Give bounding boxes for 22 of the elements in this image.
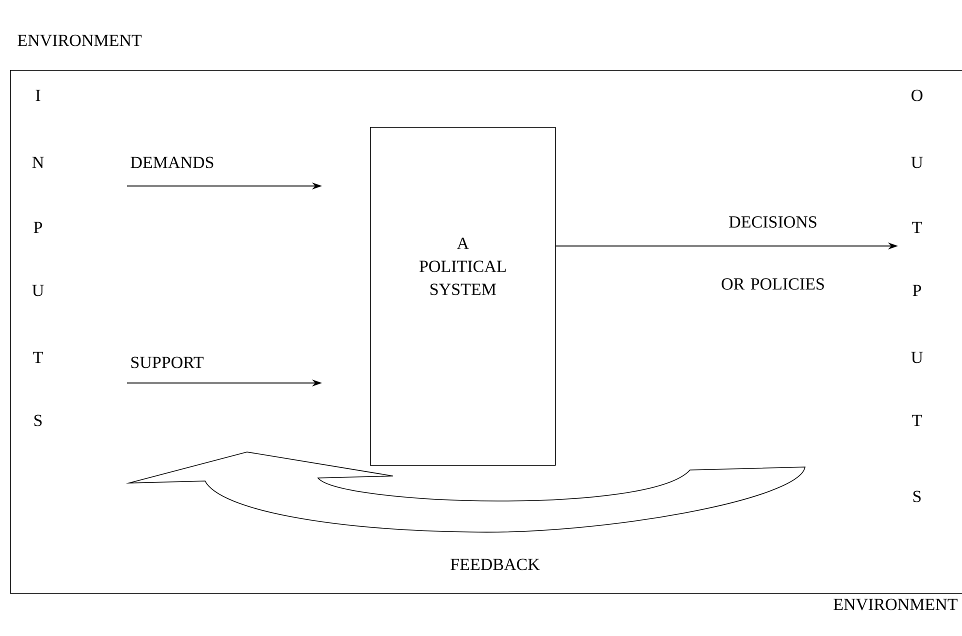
edge-label: DECISIONS OR POLICIES xyxy=(722,216,824,290)
letter: P xyxy=(912,284,922,296)
edge-label: DEMANDS xyxy=(130,156,214,168)
environment-frame xyxy=(10,70,962,594)
edge-label: SUPPORT xyxy=(131,356,204,368)
letter: S xyxy=(34,414,42,426)
letter: U xyxy=(911,352,923,364)
letter: P xyxy=(34,222,42,233)
letter: U xyxy=(32,284,44,296)
letter: S xyxy=(913,490,921,502)
letter: T xyxy=(33,352,43,363)
feedback-label: FEEDBACK xyxy=(450,558,540,570)
letter: O xyxy=(912,90,922,102)
heading: ENVIRONMENT xyxy=(834,598,958,610)
system-box xyxy=(370,127,556,466)
letter: T xyxy=(912,222,922,233)
heading: ENVIRONMENT xyxy=(18,34,142,46)
box-text: A POLITICAL SYSTEM xyxy=(419,238,506,296)
letter: N xyxy=(32,156,44,168)
letter: I xyxy=(36,90,40,101)
letter: T xyxy=(912,414,922,426)
letter: U xyxy=(911,156,923,168)
